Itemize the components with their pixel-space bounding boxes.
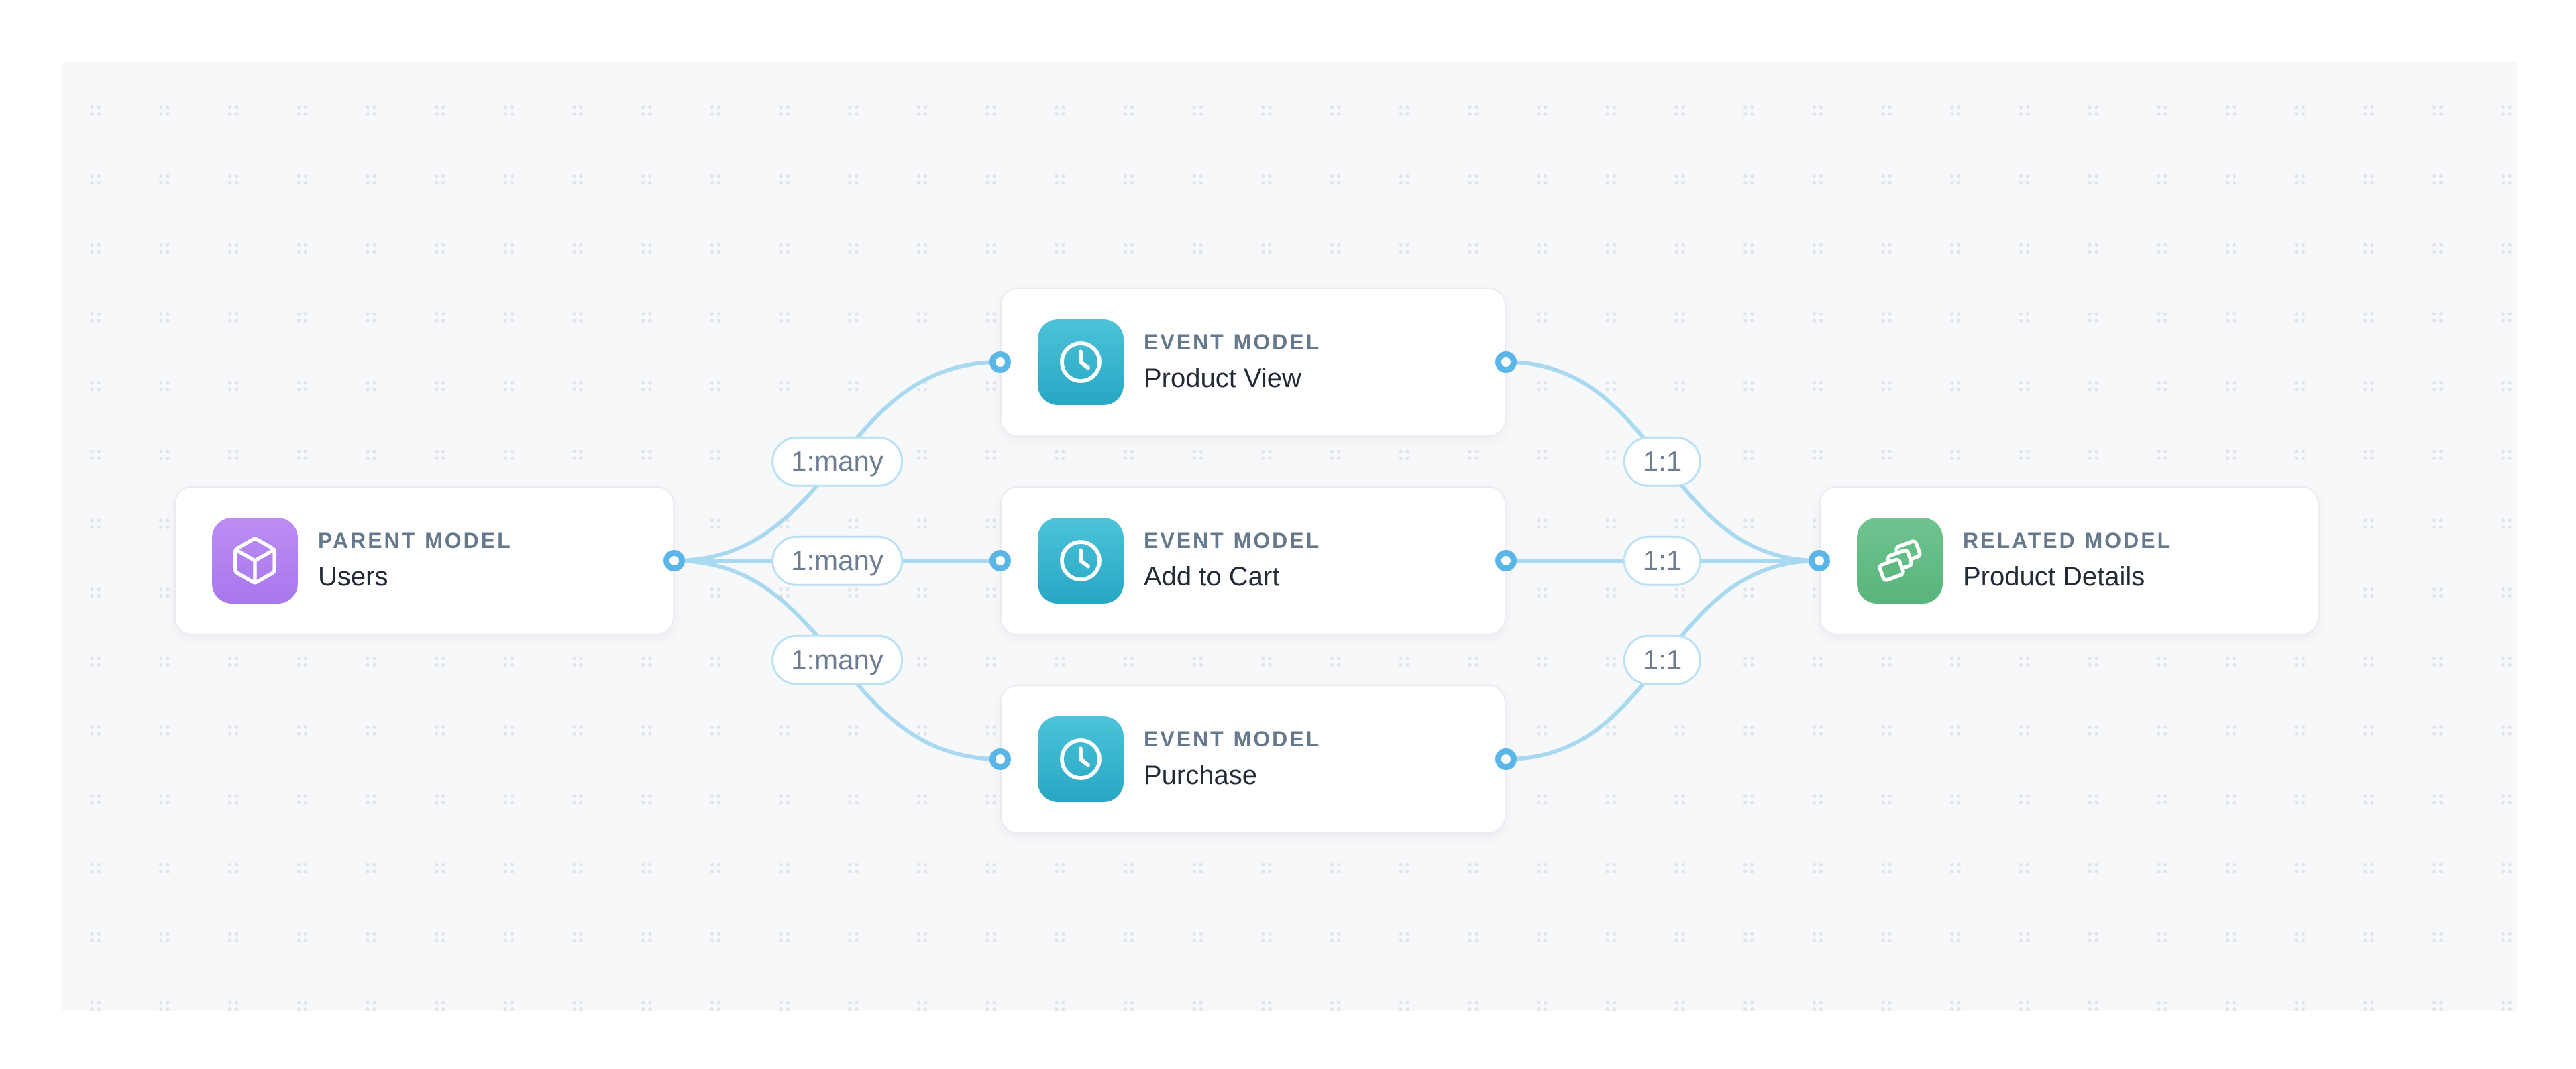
layers-icon [1857,518,1943,604]
node-event-model-add-to-cart[interactable]: EVENT MODEL Add to Cart [1000,486,1506,635]
node-title: Product Details [1963,561,2145,592]
node-title: Product View [1144,363,1301,393]
edge-label-11-add-to-cart[interactable]: 1:1 [1623,535,1702,586]
node-type-label: EVENT MODEL [1144,528,1322,553]
node-title: Add to Cart [1144,561,1280,592]
handle-product-view-source[interactable] [1495,351,1517,373]
clock-icon [1038,319,1124,405]
edge-label-1many-product-view[interactable]: 1:many [771,436,903,487]
node-parent-model-users[interactable]: PARENT MODEL Users [174,486,674,635]
node-title: Purchase [1144,760,1257,790]
node-type-label: EVENT MODEL [1144,330,1322,355]
node-event-model-purchase[interactable]: EVENT MODEL Purchase [1000,685,1506,834]
clock-icon [1038,716,1124,802]
handle-product-view-target[interactable] [989,351,1011,373]
handle-product-details-target[interactable] [1809,550,1830,571]
handle-purchase-target[interactable] [989,748,1011,770]
edge-label-11-product-view[interactable]: 1:1 [1623,436,1702,487]
handle-users-source[interactable] [663,550,685,571]
node-type-label: PARENT MODEL [318,528,513,553]
handle-add-to-cart-source[interactable] [1495,550,1517,571]
cube-icon [212,518,298,604]
node-type-label: RELATED MODEL [1963,528,2173,553]
node-title: Users [318,561,388,592]
handle-add-to-cart-target[interactable] [989,550,1011,571]
clock-icon [1038,518,1124,604]
handle-purchase-source[interactable] [1495,748,1517,770]
edge-label-1many-add-to-cart[interactable]: 1:many [771,535,903,586]
node-type-label: EVENT MODEL [1144,727,1322,752]
edge-label-1many-purchase[interactable]: 1:many [771,634,903,685]
node-event-model-product-view[interactable]: EVENT MODEL Product View [1000,288,1506,437]
edge-label-11-purchase[interactable]: 1:1 [1623,634,1702,685]
node-related-model-product-details[interactable]: RELATED MODEL Product Details [1819,486,2319,635]
